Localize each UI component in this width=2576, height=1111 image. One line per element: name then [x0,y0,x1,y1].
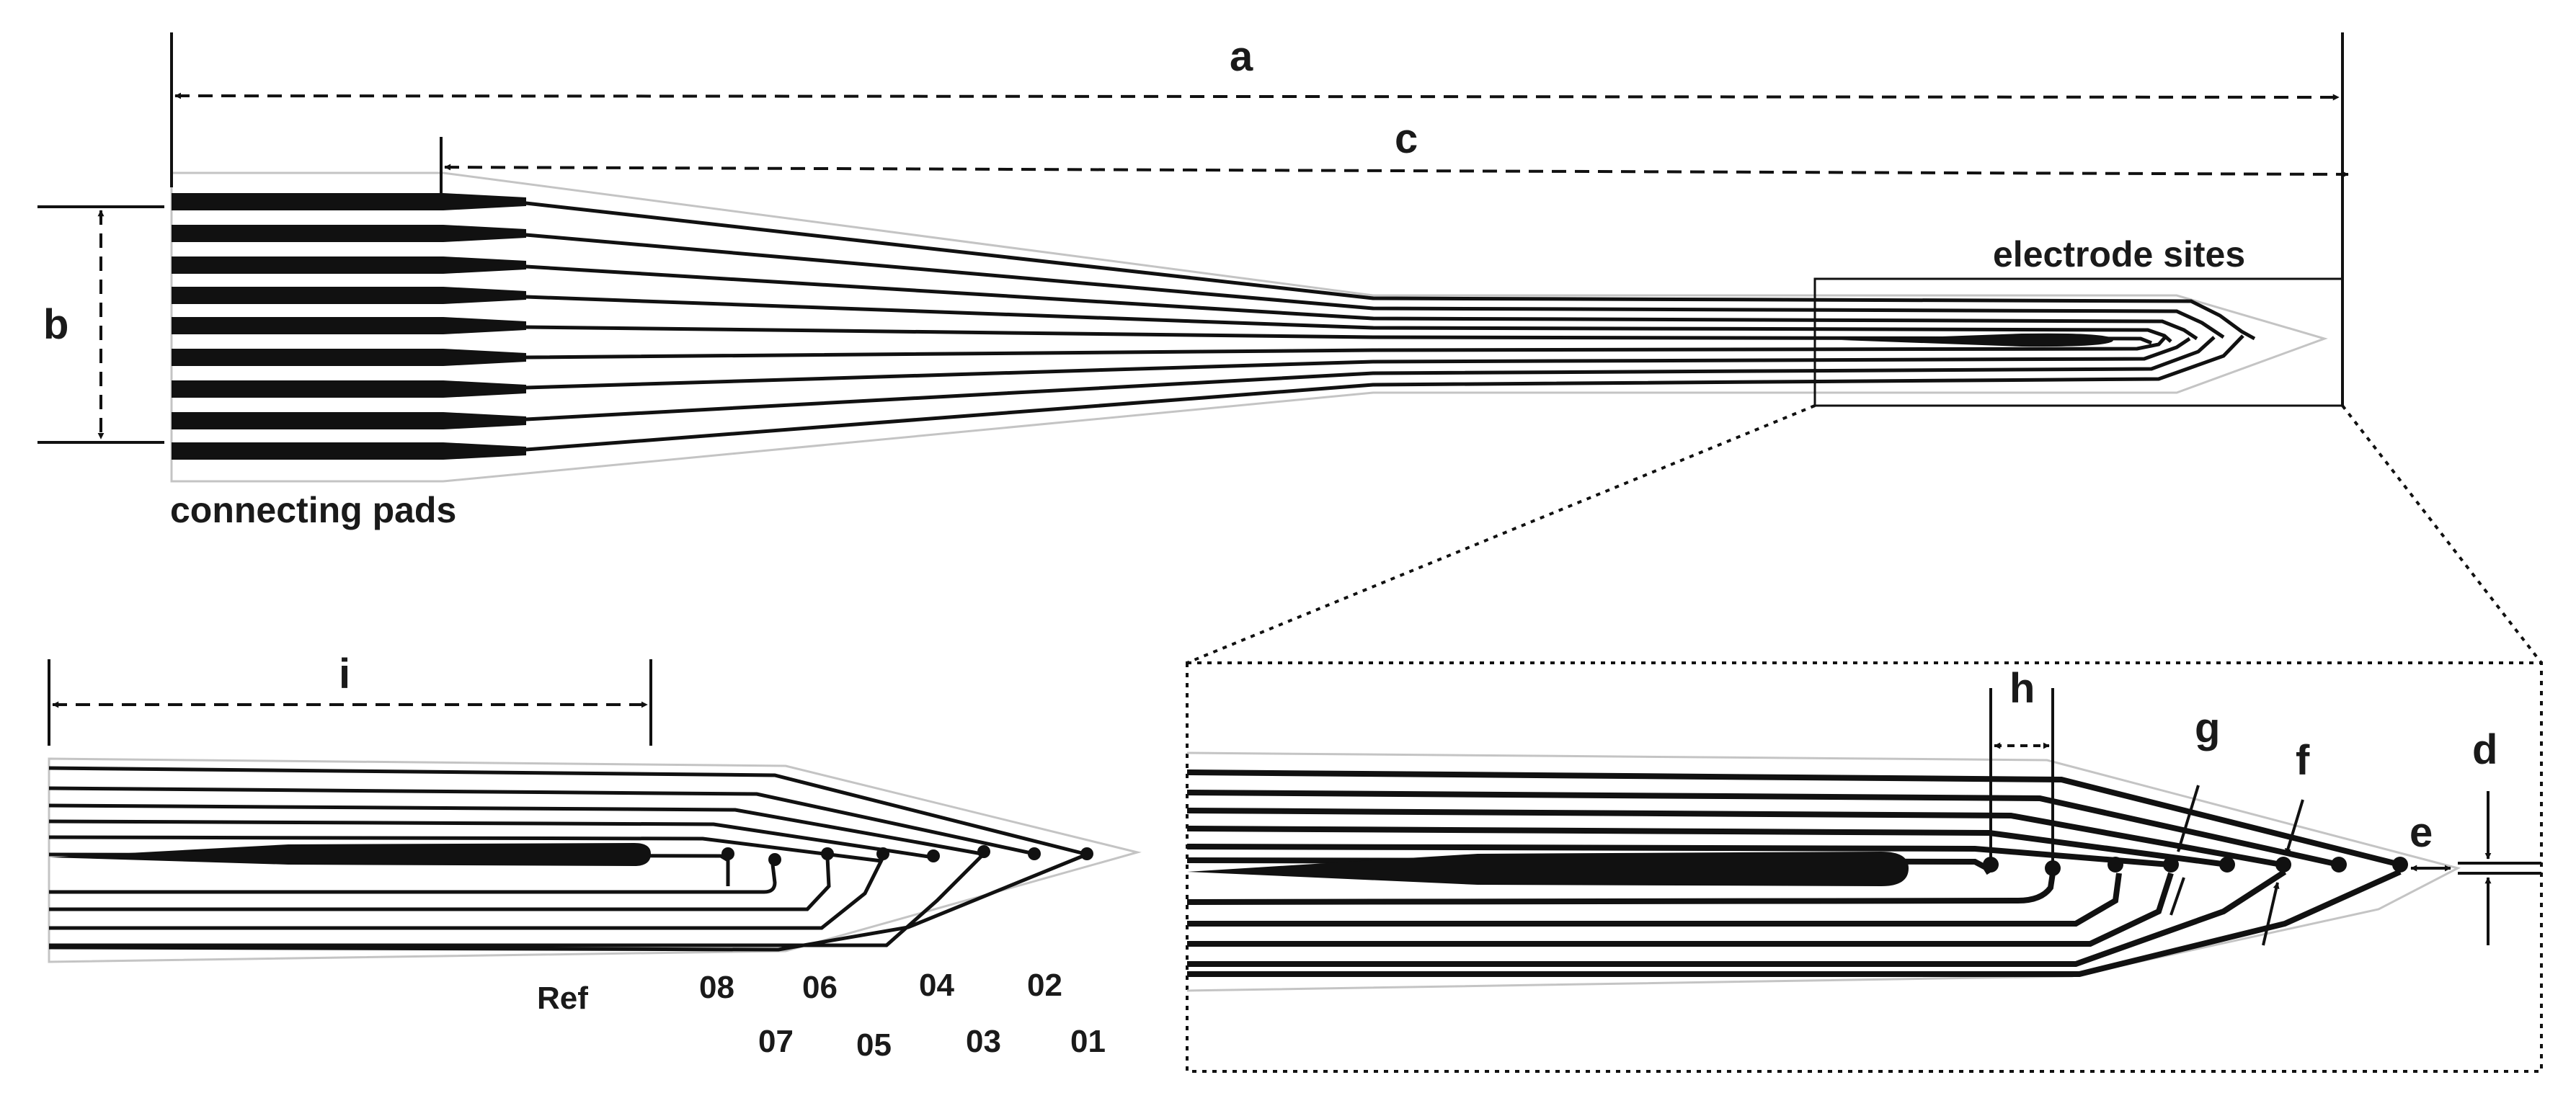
zoom-site-04 [2219,857,2235,873]
tip-reference-electrode [49,843,651,866]
dim-c-label: c [1395,115,1418,162]
dim-g-label: g [2195,705,2220,751]
dim-f-label: f [2296,737,2310,784]
zoom-site-08 [1983,857,1999,873]
dimension-b: b [37,205,164,444]
channel-label-06: 06 [802,970,838,1005]
dimension-e: e [2410,809,2451,872]
zoom-site-02 [2331,857,2347,873]
tip-layout: i Ref 08 07 06 05 04 03 02 01 [48,651,1142,1063]
dimension-g: g [2169,705,2220,916]
channel-label-04: 04 [919,968,954,1003]
site-01 [1080,847,1093,860]
channel-label-ref: Ref [537,981,588,1016]
zoom-connectors [1186,404,2543,664]
dimension-f: f [2262,737,2310,946]
zoom-electrode-sites [1983,857,2408,876]
site-02 [1028,847,1041,860]
dim-a-label: a [1230,33,1253,80]
channel-label-02: 02 [1027,968,1062,1003]
site-07 [768,853,781,866]
channel-label-08: 08 [699,970,734,1005]
site-05 [876,847,889,860]
tip-electrode-sites [721,845,1093,866]
dim-e-label: e [2410,809,2433,856]
channel-label-07: 07 [758,1024,794,1059]
dim-i-label: i [339,651,350,697]
dimension-a: a [170,32,2344,406]
zoom-site-01 [2392,857,2408,873]
site-03 [977,845,990,858]
dim-b-label: b [43,301,68,348]
channel-label-05: 05 [856,1027,892,1063]
channel-label-01: 01 [1070,1024,1106,1059]
full-probe: electrode sites a c b connecting pads [37,32,2349,530]
zoom-box [1186,661,2543,1073]
electrode-sites-label: electrode sites [1993,234,2245,275]
dimension-h: h [1989,665,2054,861]
zoom-detail: h g f e d [1186,661,2543,1073]
channel-label-03: 03 [966,1024,1001,1059]
dimension-i: i [48,651,652,746]
reference-electrode [1842,333,2113,347]
probe-outline [170,171,2328,483]
connecting-pads-label: connecting pads [170,490,456,530]
zoom-outline [1186,751,2461,992]
site-08 [721,847,734,860]
dimension-c: c [440,115,2349,193]
dimension-d: d [2458,726,2541,945]
zoom-site-07 [2045,860,2061,876]
zoom-reference-electrode [1187,852,1909,886]
dim-d-label: d [2472,726,2497,773]
site-06 [821,847,834,860]
channel-labels: Ref 08 07 06 05 04 03 02 01 [537,968,1106,1063]
zoom-site-05 [2163,857,2179,873]
probe-traces [443,200,2256,453]
zoom-site-06 [2108,857,2123,873]
dim-h-label: h [2009,665,2035,712]
connecting-pads [172,193,526,460]
zoom-site-03 [2275,857,2291,873]
site-04 [927,849,940,862]
